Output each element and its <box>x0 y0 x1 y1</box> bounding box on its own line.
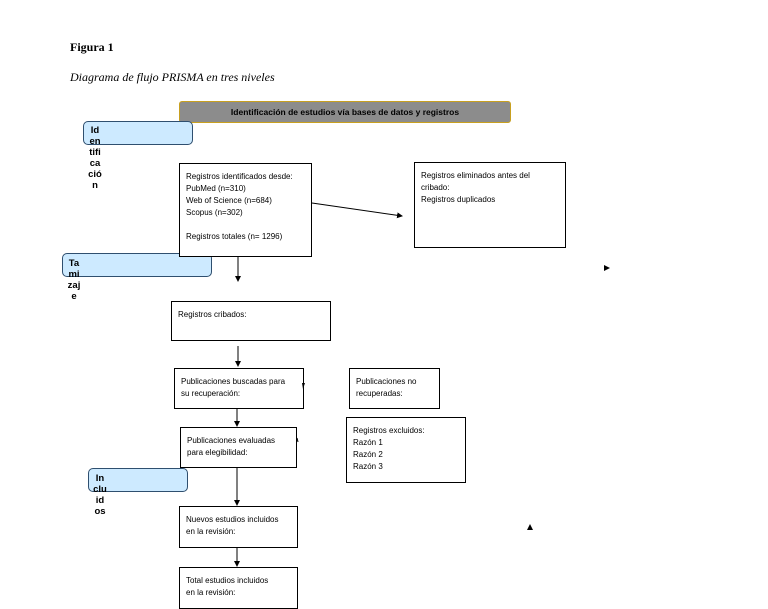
stage-identificacion-box <box>83 121 193 145</box>
identification-header-label: Identificación de estudios vía bases de … <box>230 107 460 117</box>
new-studies-included-box: Nuevos estudios incluidos en la revisión… <box>179 506 298 548</box>
stray-arrowhead-down <box>302 383 305 389</box>
records-identified-box: Registros identificados desde: PubMed (n… <box>179 163 312 257</box>
stage-incluidos-label: In clu id os <box>93 473 107 517</box>
publications-not-retrieved-box: Publicaciones no recuperadas: <box>349 368 440 409</box>
publications-sought-box: Publicaciones buscadas para su recuperac… <box>174 368 304 409</box>
records-screened-box: Registros cribados: <box>171 301 331 341</box>
stage-identificacion-label: Id en tifi ca ció n <box>88 125 102 191</box>
arrow-identified-to-removed <box>311 202 403 219</box>
stray-arrowhead-right <box>604 265 610 271</box>
stray-tick <box>296 437 299 443</box>
stage-incluidos-box <box>88 468 188 492</box>
stray-arrowhead-up <box>527 524 533 530</box>
figure-title: Diagrama de flujo PRISMA en tres niveles <box>70 70 275 84</box>
records-removed-box: Registros eliminados antes del cribado: … <box>414 162 566 248</box>
stage-tamizaje-box <box>62 253 212 277</box>
stage-tamizaje-label: Ta mi zaj e <box>67 258 81 302</box>
identification-header: Identificación de estudios vía bases de … <box>179 101 511 123</box>
publications-assessed-box: Publicaciones evaluadas para elegibilida… <box>180 427 297 468</box>
records-excluded-box: Registros excluidos: Razón 1 Razón 2 Raz… <box>346 417 466 483</box>
flow-arrows <box>234 202 610 567</box>
figure-number: Figura 1 <box>70 40 114 54</box>
